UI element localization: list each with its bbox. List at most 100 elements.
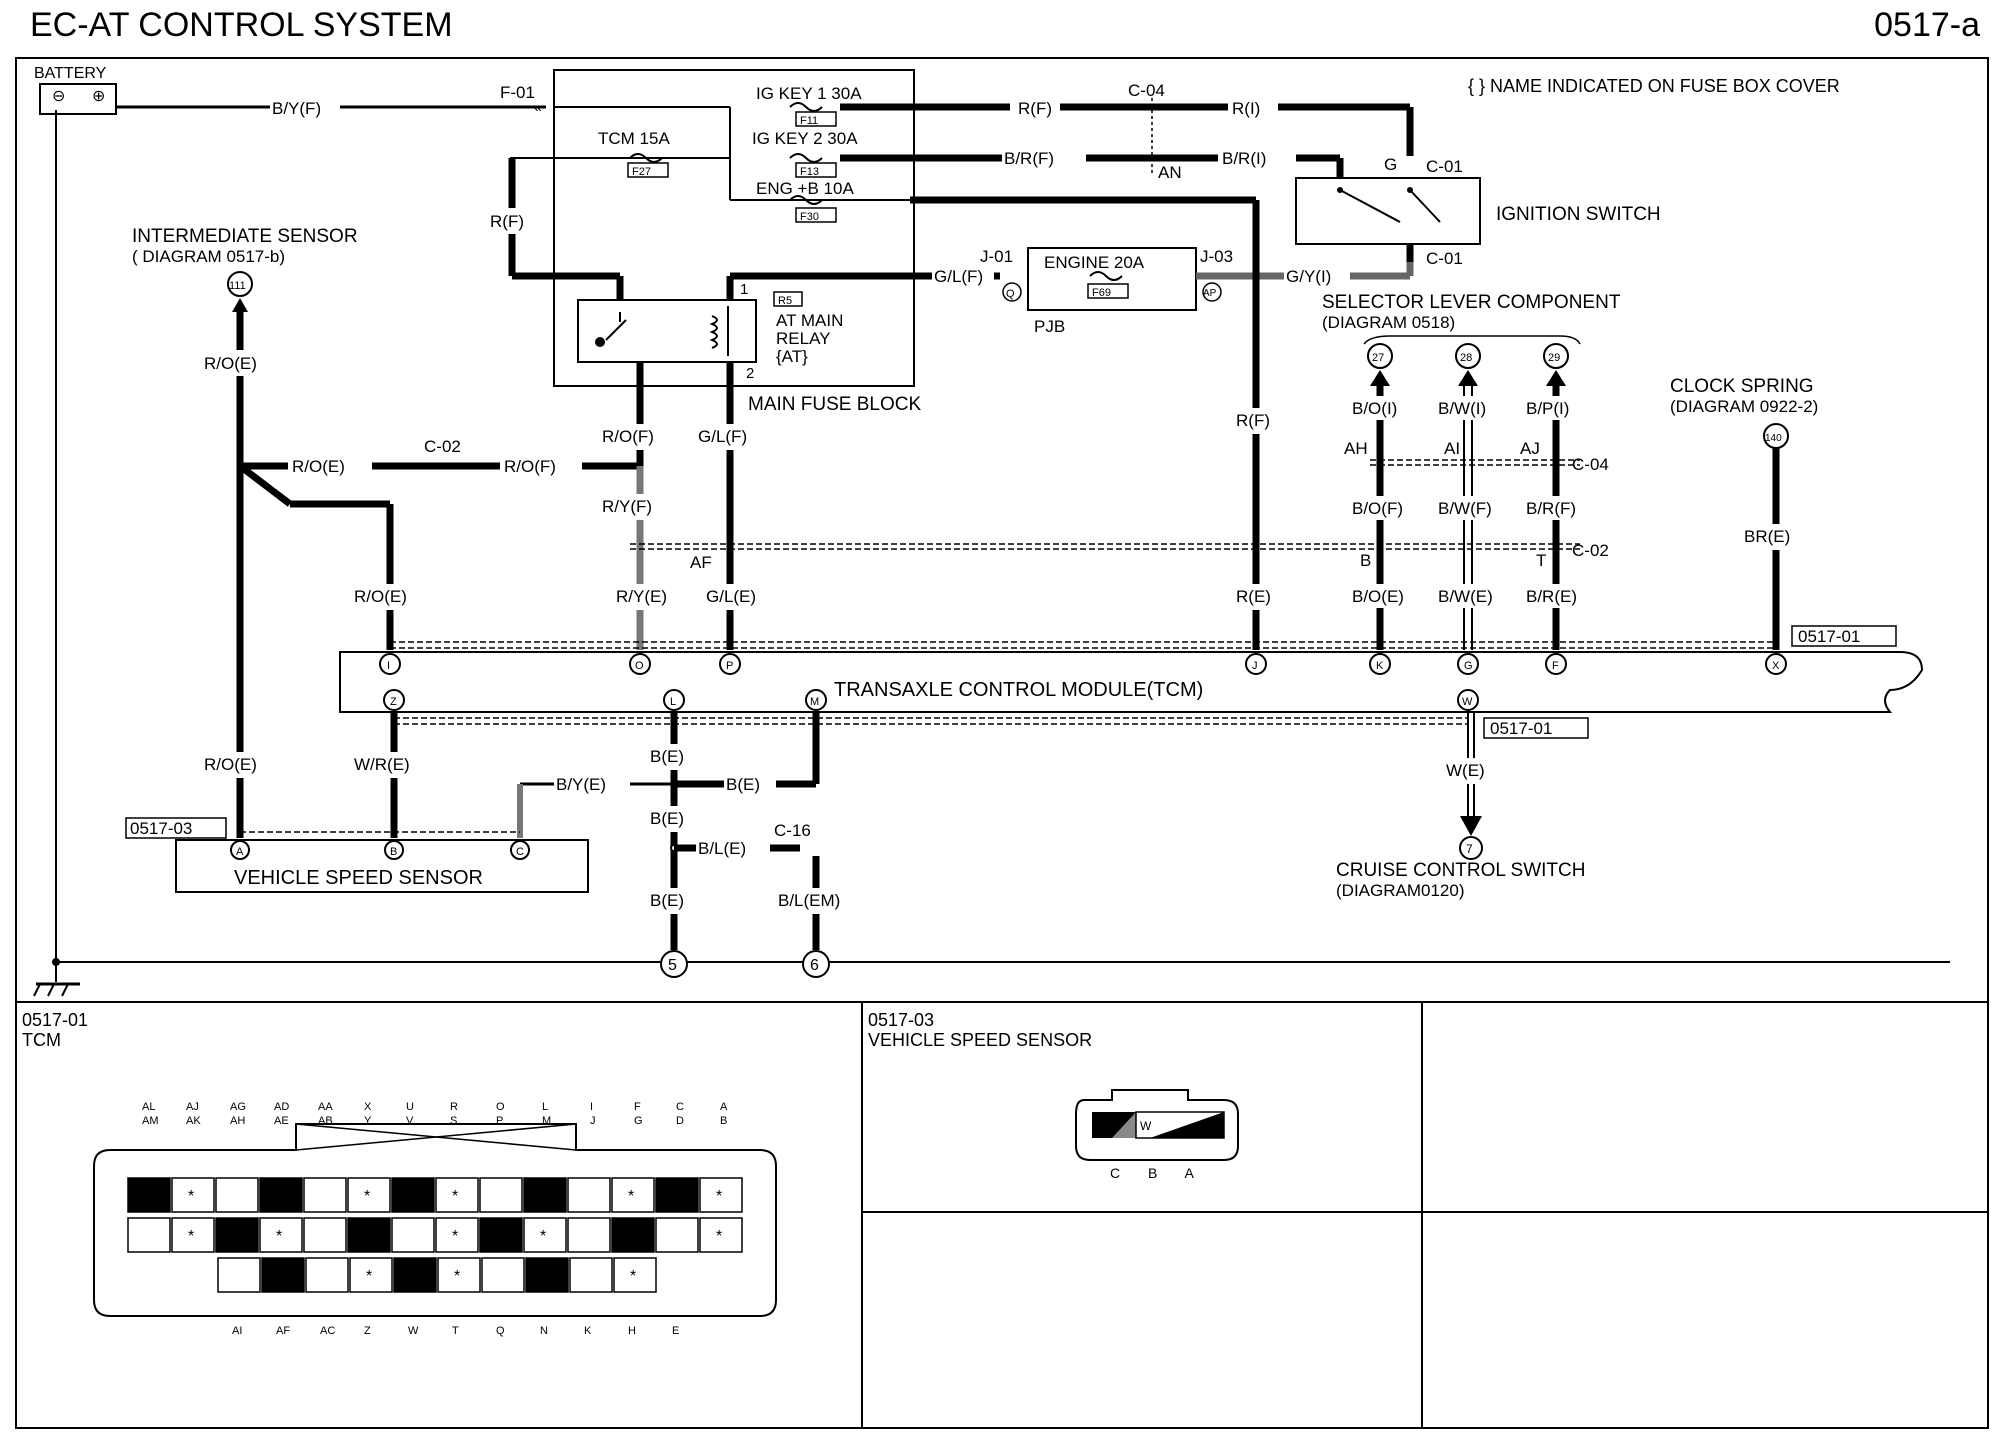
pin-cell: [259, 1177, 303, 1213]
svg-text:F11: F11: [800, 115, 818, 127]
pin-label: Z: [364, 1325, 371, 1337]
svg-text:IG KEY 2 30A: IG KEY 2 30A: [752, 129, 858, 148]
svg-text:6: 6: [810, 957, 819, 974]
svg-text:0517-03: 0517-03: [868, 1010, 934, 1030]
outer-frame: [15, 57, 1989, 1429]
pin-cell: [259, 1217, 303, 1253]
svg-text:G/Y(I): G/Y(I): [1286, 267, 1331, 286]
svg-text:( DIAGRAM 0517-b): ( DIAGRAM 0517-b): [132, 247, 285, 266]
pin-cell: [655, 1177, 699, 1213]
pin-label: AL: [142, 1101, 155, 1113]
svg-text:R/Y(E): R/Y(E): [616, 587, 667, 606]
connector-bubble: [227, 271, 253, 297]
pin-cell: [611, 1217, 655, 1253]
unused-pin-marker: *: [188, 1188, 194, 1205]
svg-text:(DIAGRAM0120): (DIAGRAM0120): [1336, 881, 1464, 900]
pin-label: AF: [276, 1325, 290, 1337]
svg-text:RELAY: RELAY: [776, 329, 831, 348]
main-fuse-block: [553, 69, 915, 387]
svg-text:CLOCK SPRING: CLOCK SPRING: [1670, 376, 1814, 397]
tcm-pin: M: [805, 689, 827, 711]
svg-text:«: «: [534, 99, 542, 115]
svg-text:X: X: [1772, 660, 1780, 672]
tcm-pin: Z: [383, 689, 405, 711]
pin-cell: [613, 1257, 657, 1293]
pin-label: V: [406, 1115, 414, 1127]
pin-label: J: [590, 1115, 596, 1127]
svg-text:K: K: [1376, 660, 1384, 672]
svg-text:W/R(E): W/R(E): [354, 755, 410, 774]
svg-text:B/W(I): B/W(I): [1438, 399, 1486, 418]
svg-text:C-16: C-16: [774, 821, 811, 840]
pin-cell: [611, 1177, 655, 1213]
pin-label: P: [496, 1115, 503, 1127]
pin-cell: [655, 1217, 699, 1253]
svg-text:⊕: ⊕: [92, 88, 105, 105]
tcm-pin: W: [1457, 689, 1479, 711]
svg-text:C-02: C-02: [424, 437, 461, 456]
svg-text:ENGINE 20A: ENGINE 20A: [1044, 253, 1145, 272]
connector-bubble: [660, 950, 688, 978]
pin-label: H: [628, 1325, 636, 1337]
svg-text:AN: AN: [1158, 163, 1182, 182]
svg-text:F30: F30: [800, 211, 819, 223]
svg-text:TRANSAXLE CONTROL MODULE(TCM): TRANSAXLE CONTROL MODULE(TCM): [834, 679, 1203, 701]
pin-cell: [569, 1257, 613, 1293]
pin-label: L: [542, 1101, 548, 1113]
fuse-icon: [789, 195, 823, 205]
svg-text:B/L(E): B/L(E): [698, 839, 746, 858]
pin-cell: [305, 1257, 349, 1293]
pin-cell: [525, 1257, 569, 1293]
svg-text:B/W(F): B/W(F): [1438, 499, 1492, 518]
svg-text:VEHICLE SPEED SENSOR: VEHICLE SPEED SENSOR: [868, 1030, 1092, 1050]
svg-text:B/W(E): B/W(E): [1438, 587, 1493, 606]
svg-text:AF: AF: [690, 553, 712, 572]
pin-label: E: [672, 1325, 679, 1337]
svg-text:0517-01: 0517-01: [1490, 719, 1552, 738]
svg-text:29: 29: [1548, 352, 1560, 364]
svg-text:C B A: C B A: [1110, 1165, 1206, 1181]
battery-label: BATTERY: [34, 65, 107, 82]
pin-label: AJ: [186, 1101, 199, 1113]
pin-cell: [699, 1177, 743, 1213]
svg-text:G/L(F): G/L(F): [934, 267, 983, 286]
svg-text:W: W: [1140, 1119, 1152, 1133]
unused-pin-marker: *: [452, 1228, 458, 1245]
connector-bubble: [1543, 343, 1569, 369]
battery-icon: [39, 83, 117, 115]
svg-text:AI: AI: [1444, 439, 1460, 458]
pin-cell: [699, 1217, 743, 1253]
svg-text:ENG +B 10A: ENG +B 10A: [756, 179, 854, 198]
pin-label: AI: [232, 1325, 242, 1337]
unused-pin-marker: *: [540, 1228, 546, 1245]
tcm-pin: K: [1369, 653, 1391, 675]
svg-text:B(E): B(E): [650, 747, 684, 766]
svg-text:B(E): B(E): [650, 809, 684, 828]
unused-pin-marker: *: [452, 1188, 458, 1205]
svg-text:C-04: C-04: [1128, 81, 1165, 100]
svg-text:B/O(F): B/O(F): [1352, 499, 1403, 518]
svg-text:C: C: [516, 846, 524, 858]
svg-text:A: A: [236, 846, 244, 858]
pin-label: O: [496, 1101, 505, 1113]
pin-label: AG: [230, 1101, 246, 1113]
at-main-relay: [577, 299, 757, 363]
pin-label: AK: [186, 1115, 201, 1127]
connector-bubble: [1459, 836, 1483, 860]
connector-label: F-01: [500, 83, 535, 102]
svg-text:I: I: [387, 660, 390, 672]
pin-label: AE: [274, 1115, 289, 1127]
svg-text:SELECTOR LEVER COMPONENT: SELECTOR LEVER COMPONENT: [1322, 292, 1621, 313]
svg-text:B/O(I): B/O(I): [1352, 399, 1397, 418]
svg-text:1: 1: [740, 281, 748, 298]
relay-coil-icon: [709, 315, 718, 349]
svg-text:0517-03: 0517-03: [130, 819, 192, 838]
unused-pin-marker: *: [366, 1268, 372, 1285]
svg-text:R(I): R(I): [1232, 99, 1260, 118]
connector-bubble: [1367, 343, 1393, 369]
svg-text:W: W: [1462, 696, 1473, 708]
pin-cell: [215, 1177, 259, 1213]
svg-text:M: M: [810, 696, 819, 708]
pin-label: W: [408, 1325, 419, 1337]
unused-pin-marker: *: [454, 1268, 460, 1285]
